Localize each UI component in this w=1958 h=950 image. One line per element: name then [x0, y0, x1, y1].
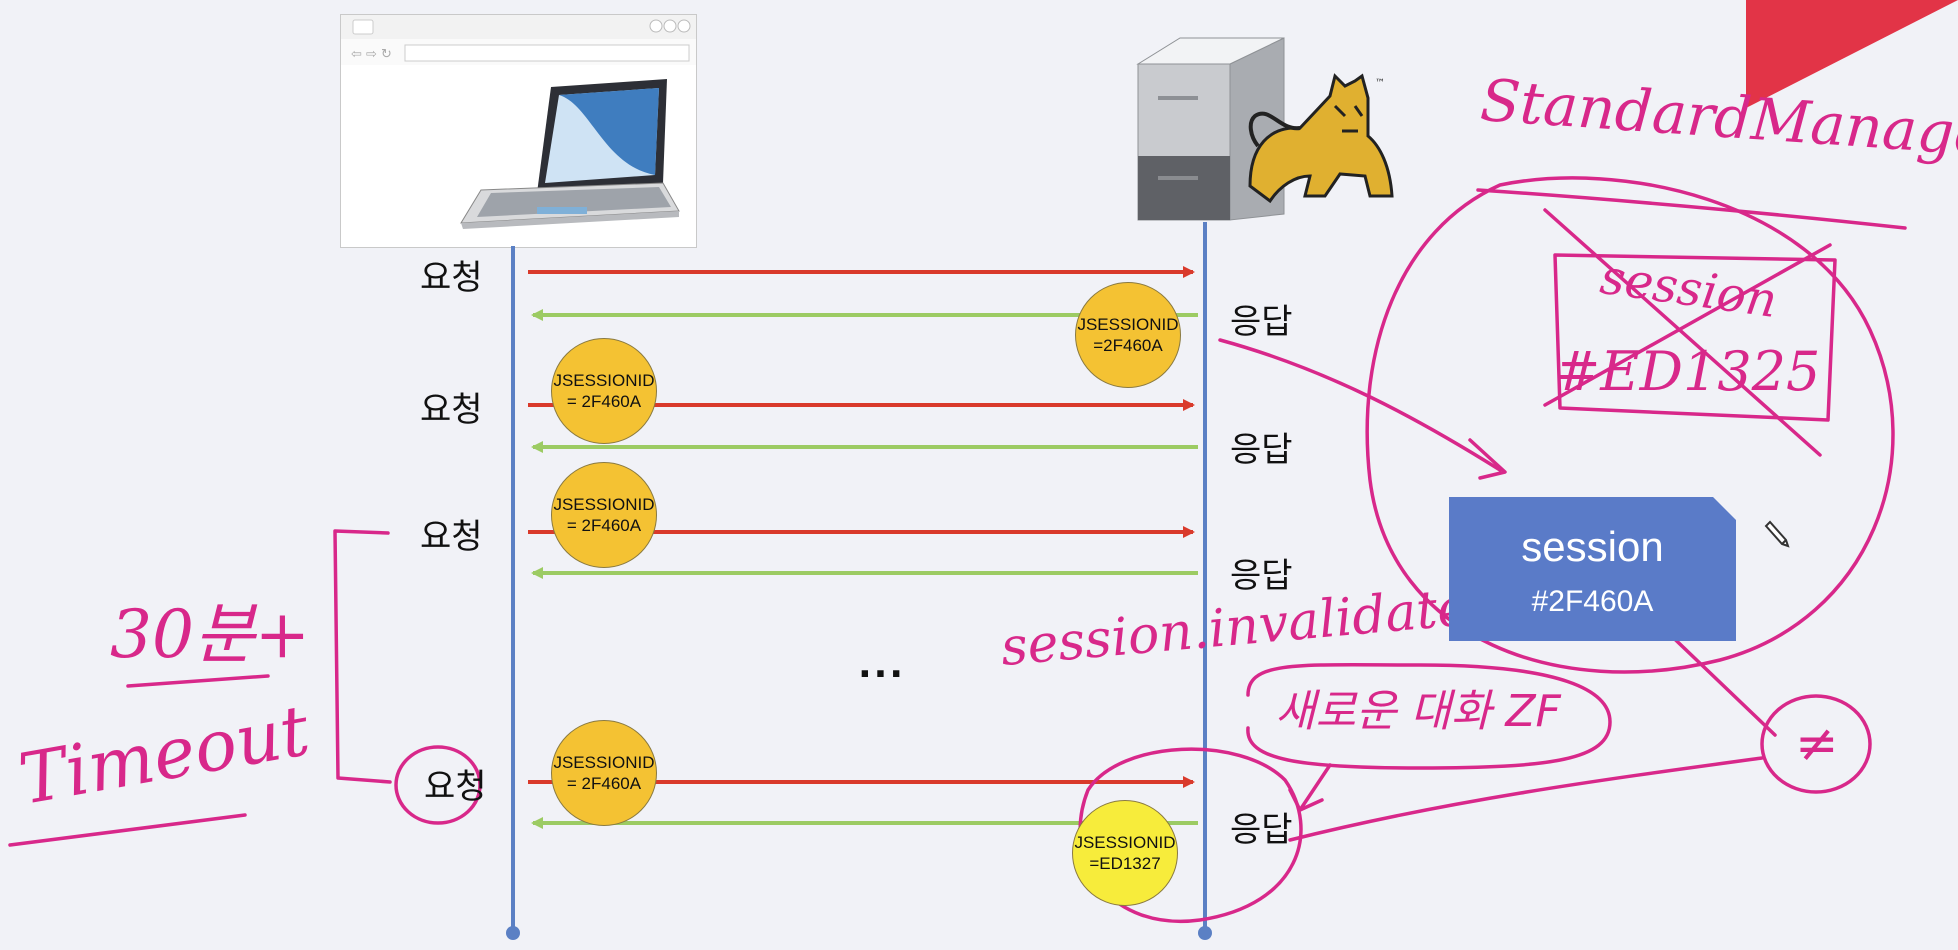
tomcat-server-icon: ™ [1136, 37, 1394, 221]
response-label-1: 응답 [1230, 302, 1293, 342]
not-equal-circle [1760, 694, 1872, 794]
badge-value: = 2F460A [566, 516, 642, 535]
badge-value: =2F460A [1093, 336, 1163, 355]
request-label-1: 요청 [420, 258, 483, 298]
timeout-minutes-annotation: 30분+ [110, 596, 311, 673]
svg-text:⇦ ⇨ ↻: ⇦ ⇨ ↻ [351, 47, 392, 62]
new-session-bubble [1246, 663, 1612, 770]
old-session-box [1553, 253, 1837, 422]
fraction-line [126, 674, 270, 688]
svg-text:™: ™ [1375, 78, 1385, 89]
session-cookie-badge: JSESSIONID = 2F460A [551, 720, 657, 826]
manager-underline [1476, 188, 1907, 230]
old-session-id-annotation: #ED1325 [1555, 340, 1821, 403]
timeout-underline [8, 813, 247, 847]
timeout-bracket [333, 529, 392, 784]
server-lifeline-end [1198, 926, 1212, 940]
compare-line-2 [1288, 756, 1764, 842]
badge-name: JSESSIONID [1074, 832, 1176, 852]
last-request-circle [394, 745, 482, 825]
response-label-4: 응답 [1230, 810, 1293, 850]
badge-value: = 2F460A [566, 774, 642, 793]
link-arrow [1218, 338, 1502, 472]
client-browser-window: ⇦ ⇨ ↻ [340, 14, 697, 248]
badge-name: JSESSIONID [553, 752, 655, 772]
cross-line-1 [1543, 208, 1822, 457]
badge-name: JSESSIONID [1077, 314, 1179, 334]
session-store-circle [1365, 176, 1895, 674]
compare-line [1658, 623, 1777, 737]
laptop-browser-icon: ⇦ ⇨ ↻ [341, 15, 696, 229]
response-label-3: 응답 [1230, 556, 1293, 596]
new-session-cookie-badge: JSESSIONID =ED1327 [1072, 800, 1178, 906]
server-session-card: session #2F460A [1449, 497, 1736, 641]
badge-name: JSESSIONID [553, 370, 655, 390]
badge-value: =ED1327 [1089, 854, 1161, 873]
new-session-annotation: 새로운 대화 ZF [1275, 686, 1561, 737]
session-cookie-badge: JSESSIONID =2F460A [1075, 282, 1181, 388]
not-equal-annotation: ≠ [1795, 714, 1839, 774]
link-arrowhead [1468, 438, 1507, 480]
badge-name: JSESSIONID [553, 494, 655, 514]
cross-line-2 [1543, 243, 1832, 407]
badge-value: = 2F460A [566, 392, 642, 411]
request-label-3: 요청 [420, 517, 483, 557]
request-label-4: 요청 [424, 767, 487, 807]
request-label-2: 요청 [420, 390, 483, 430]
response-label-2: 응답 [1230, 430, 1293, 470]
ellipsis: ... [858, 645, 906, 686]
pencil-cursor-icon [1764, 520, 1790, 548]
session-cookie-badge: JSESSIONID = 2F460A [551, 338, 657, 444]
session-cookie-badge: JSESSIONID = 2F460A [551, 462, 657, 568]
session-card-title: session [1521, 523, 1664, 570]
client-lifeline-end [506, 926, 520, 940]
session-card-id: #2F460A [1531, 585, 1654, 618]
